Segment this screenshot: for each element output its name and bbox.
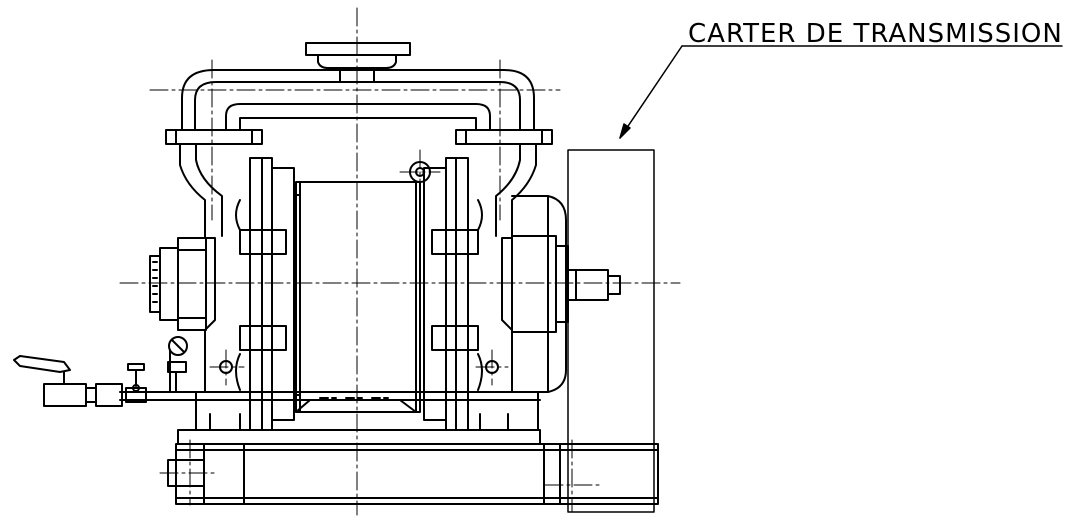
rotor-housing xyxy=(295,181,421,413)
side-flanges xyxy=(165,129,553,145)
annotation-leader xyxy=(619,45,1063,139)
right-end-plate xyxy=(409,157,483,431)
piping xyxy=(13,336,541,407)
annotation-label: CARTER DE TRANSMISSION xyxy=(688,19,1063,49)
left-end-plate xyxy=(235,157,301,431)
left-casing xyxy=(149,143,223,393)
base-frame xyxy=(167,360,659,505)
transmission-housing xyxy=(567,149,655,513)
right-casing xyxy=(495,143,569,393)
shaft-end xyxy=(567,269,621,301)
top-flange xyxy=(305,42,411,69)
manifold-arch xyxy=(181,67,535,131)
